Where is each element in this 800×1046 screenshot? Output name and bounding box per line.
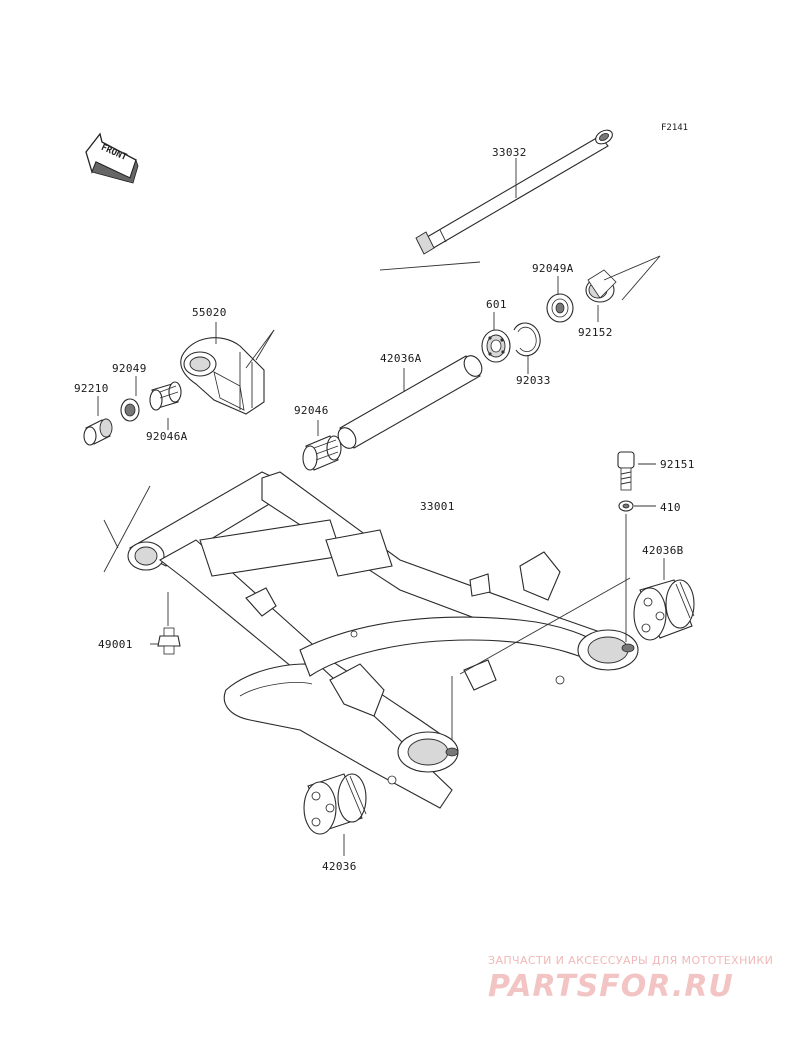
part-label-92033: 92033 <box>516 374 551 387</box>
part-label-33001: 33001 <box>420 500 455 513</box>
part-label-410: 410 <box>660 501 681 514</box>
swingarm-part <box>127 471 639 809</box>
eccentric-adjuster-part <box>303 773 367 835</box>
part-label-92152: 92152 <box>578 326 613 339</box>
oil-seal-part <box>120 398 140 422</box>
collar-part <box>585 269 617 303</box>
circlip-part <box>513 322 541 357</box>
grease-nipple-part <box>157 627 181 655</box>
watermark-tagline: ЗАПЧАСТИ И АКСЕССУАРЫ ДЛЯ МОТОТЕХНИКИ <box>488 954 773 967</box>
part-label-92210: 92210 <box>74 382 109 395</box>
collar-left-part <box>83 418 113 446</box>
sleeve-part <box>337 355 483 449</box>
needle-bearing-a-part <box>149 381 182 411</box>
bolt-part <box>617 451 635 491</box>
ball-bearing-part <box>481 329 511 363</box>
part-label-92049A: 92049A <box>532 262 574 275</box>
axle-part <box>415 129 613 255</box>
part-label-92049: 92049 <box>112 362 147 375</box>
part-label-55020: 55020 <box>192 306 227 319</box>
part-label-92046: 92046 <box>294 404 329 417</box>
part-label-33032: 33032 <box>492 146 527 159</box>
nut-part <box>618 500 634 512</box>
needle-bearing-part <box>302 435 342 471</box>
watermark-logo: PARTSFOR.RU <box>488 969 734 1004</box>
part-label-42036A: 42036A <box>380 352 422 365</box>
figure-code: F2141 <box>661 123 688 133</box>
part-label-42036B: 42036B <box>642 544 684 557</box>
front-arrow-icon: FRONT <box>85 132 139 184</box>
part-label-49001: 49001 <box>98 638 133 651</box>
seal-part <box>546 293 574 323</box>
part-label-42036: 42036 <box>322 860 357 873</box>
part-label-601: 601 <box>486 298 507 311</box>
chain-guide-part <box>180 337 265 415</box>
eccentric-adjuster-b-part <box>633 579 695 641</box>
part-label-92046A: 92046A <box>146 430 188 443</box>
part-label-92151: 92151 <box>660 458 695 471</box>
